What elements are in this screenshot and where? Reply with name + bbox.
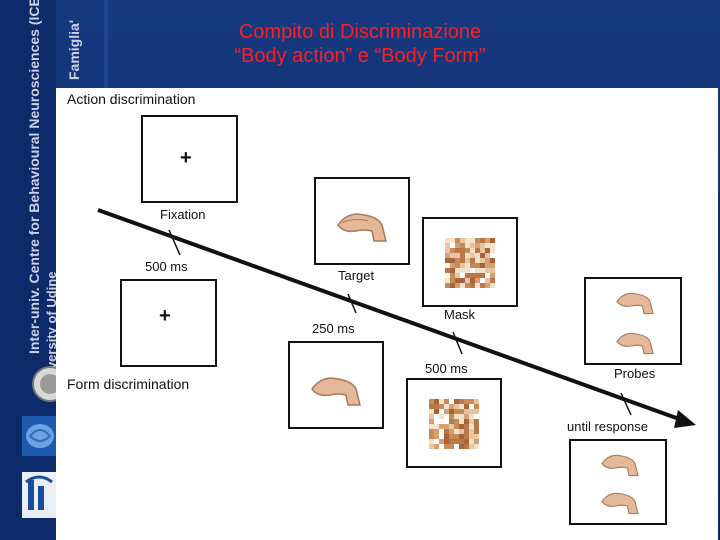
time-250ms-label: 250 ms: [312, 321, 355, 336]
diagram-panel: Action discrimination + Fixation 500 ms …: [56, 88, 718, 540]
fixation-frame-action: +: [141, 115, 238, 203]
probes-frame-action: [584, 277, 682, 365]
form-discrimination-title: Form discrimination: [67, 376, 189, 392]
title-line-2: “Body action” e “Body Form”: [0, 44, 720, 68]
hand-stimulus-icon: [595, 485, 645, 515]
mask-frame-form: [406, 378, 502, 468]
slide-title: Compito di Discriminazione “Body action”…: [0, 20, 720, 68]
mask-frame-action: [422, 217, 518, 307]
target-frame-form: [288, 341, 384, 429]
brain-logo: [22, 416, 56, 456]
hand-stimulus-icon: [610, 285, 660, 315]
hand-stimulus-icon: [610, 325, 660, 355]
fixation-cross-form: +: [159, 305, 171, 328]
sidebar: Inter-univ. Centre for Behavioural Neuro…: [0, 0, 56, 540]
fixation-label: Fixation: [160, 207, 206, 222]
probes-frame-form: [569, 439, 667, 525]
institute-logo: [22, 472, 56, 518]
hand-stimulus-icon: [308, 367, 364, 407]
target-label: Target: [338, 268, 374, 283]
title-line-1: Compito di Discriminazione: [0, 20, 720, 44]
time-500ms-label-2: 500 ms: [425, 361, 468, 376]
hand-stimulus-icon: [595, 447, 645, 477]
university-seal-logo: [30, 364, 56, 404]
noise-mask-pattern: [429, 399, 479, 449]
hand-stimulus-icon: [334, 203, 390, 243]
tick-probes: [621, 393, 631, 415]
noise-mask-pattern: [445, 238, 495, 288]
fixation-cross-action: +: [180, 147, 192, 170]
tick-mask: [453, 332, 462, 354]
mask-label: Mask: [444, 307, 475, 322]
until-response-label: until response: [567, 419, 648, 434]
tick-fixation: [169, 230, 180, 255]
fixation-frame-form: +: [120, 279, 217, 367]
timeline-arrowhead: [674, 410, 696, 428]
action-discrimination-title: Action discrimination: [67, 91, 195, 107]
target-frame-action: [314, 177, 410, 265]
probes-label: Probes: [614, 366, 655, 381]
time-500ms-label-1: 500 ms: [145, 259, 188, 274]
